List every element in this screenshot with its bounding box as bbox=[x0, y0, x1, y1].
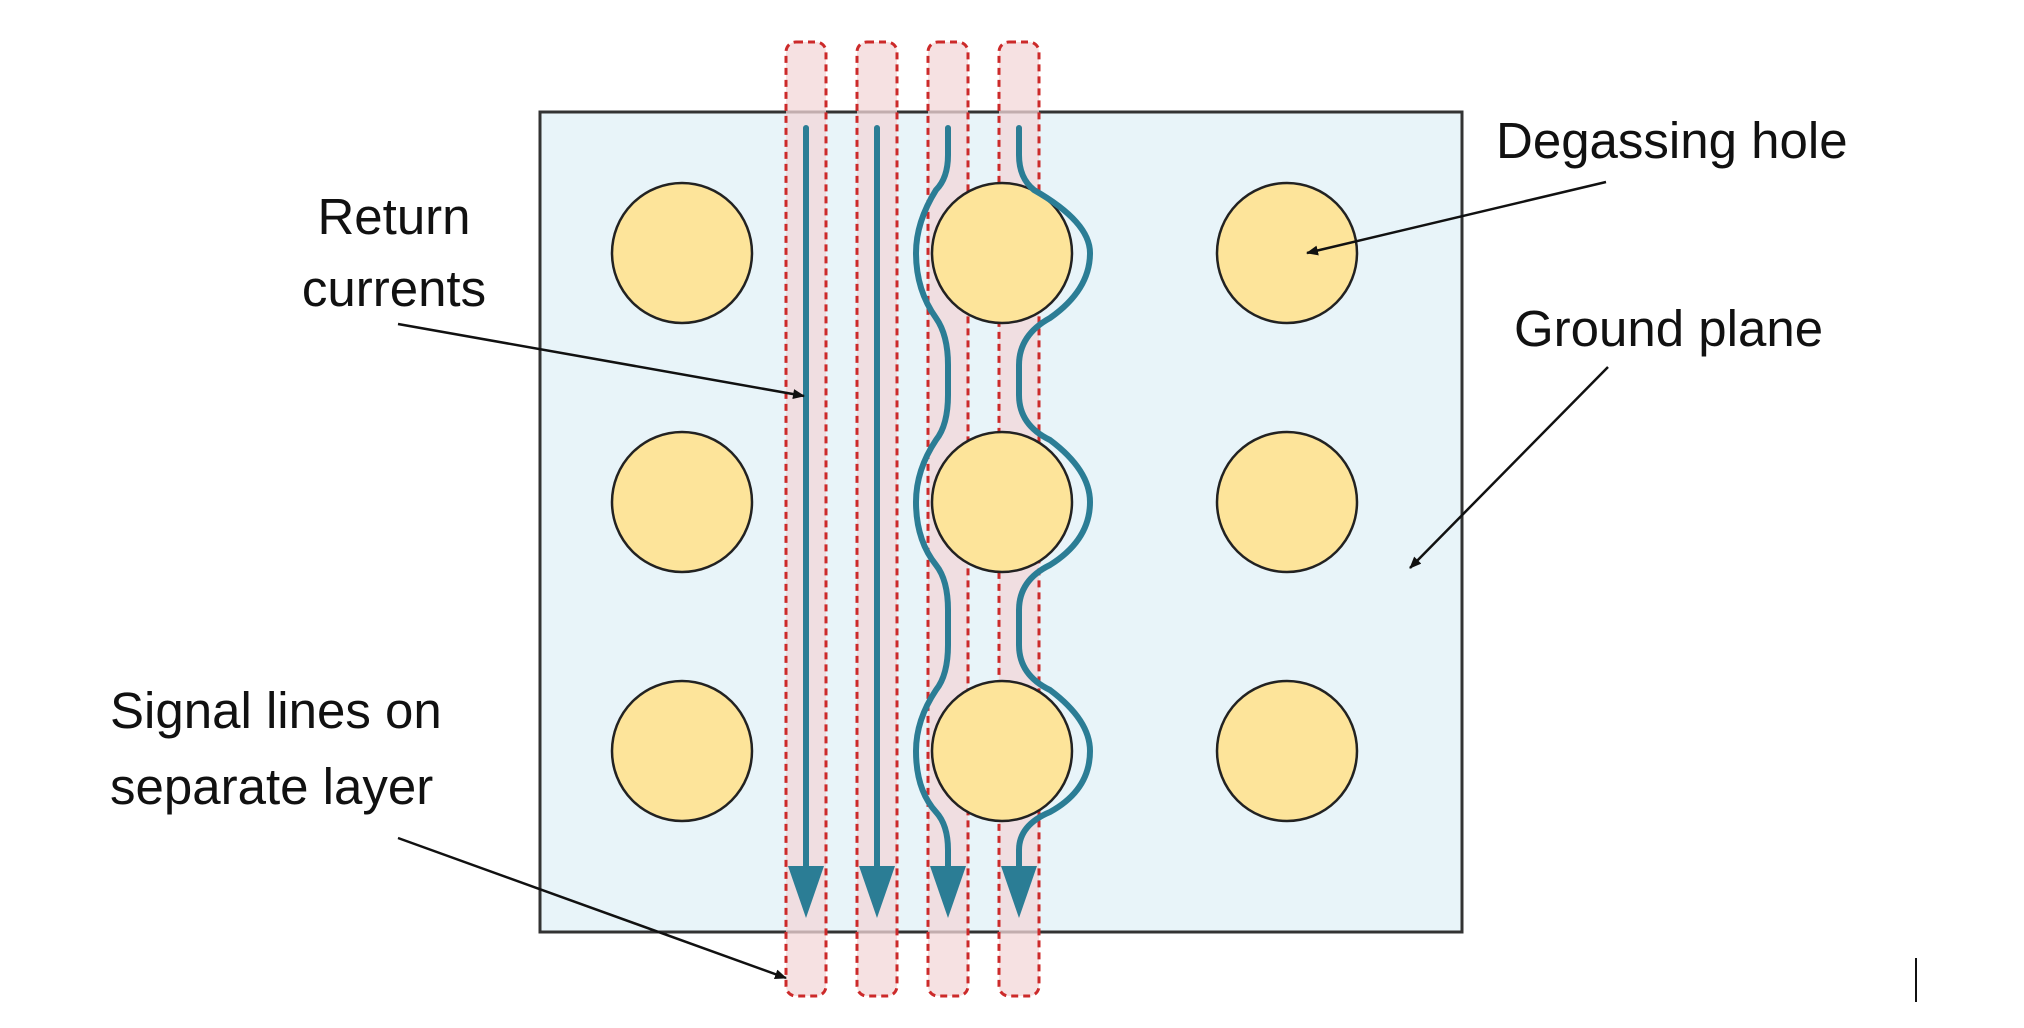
return-currents-pointer bbox=[397, 322, 805, 400]
degassing-hole bbox=[1215, 430, 1359, 574]
degassing-hole bbox=[930, 679, 1074, 823]
return-currents bbox=[803, 125, 1093, 888]
arrowhead bbox=[788, 866, 824, 918]
arrowhead bbox=[930, 866, 966, 918]
return-currents-label-line2: currents bbox=[302, 260, 486, 317]
callout-pointers bbox=[397, 180, 1609, 980]
arrowhead bbox=[859, 866, 895, 918]
return-current-detour-right bbox=[1016, 125, 1093, 888]
return-current-arrowheads bbox=[788, 866, 1037, 918]
signal-lines-label-line1: Signal lines on bbox=[110, 682, 442, 739]
arrowhead bbox=[1001, 866, 1037, 918]
signal-lines-label-line2: separate layer bbox=[110, 758, 433, 815]
signal-lines-pointer bbox=[397, 836, 787, 980]
degassing-holes bbox=[610, 181, 1359, 823]
degassing-hole bbox=[930, 430, 1074, 574]
degassing-hole-label: Degassing hole bbox=[1496, 112, 1848, 169]
ground-plane-label: Ground plane bbox=[1514, 300, 1823, 357]
return-currents-label-line1: Return bbox=[317, 188, 470, 245]
degassing-hole bbox=[1215, 679, 1359, 823]
return-current-detour-left bbox=[913, 125, 951, 888]
degassing-hole bbox=[610, 430, 754, 574]
degassing-hole bbox=[610, 679, 754, 823]
degassing-hole bbox=[930, 181, 1074, 325]
degassing-hole-pointer bbox=[1306, 180, 1607, 256]
degassing-hole bbox=[1215, 181, 1359, 325]
degassing-hole bbox=[610, 181, 754, 325]
ground-plane-pointer bbox=[1409, 366, 1609, 569]
